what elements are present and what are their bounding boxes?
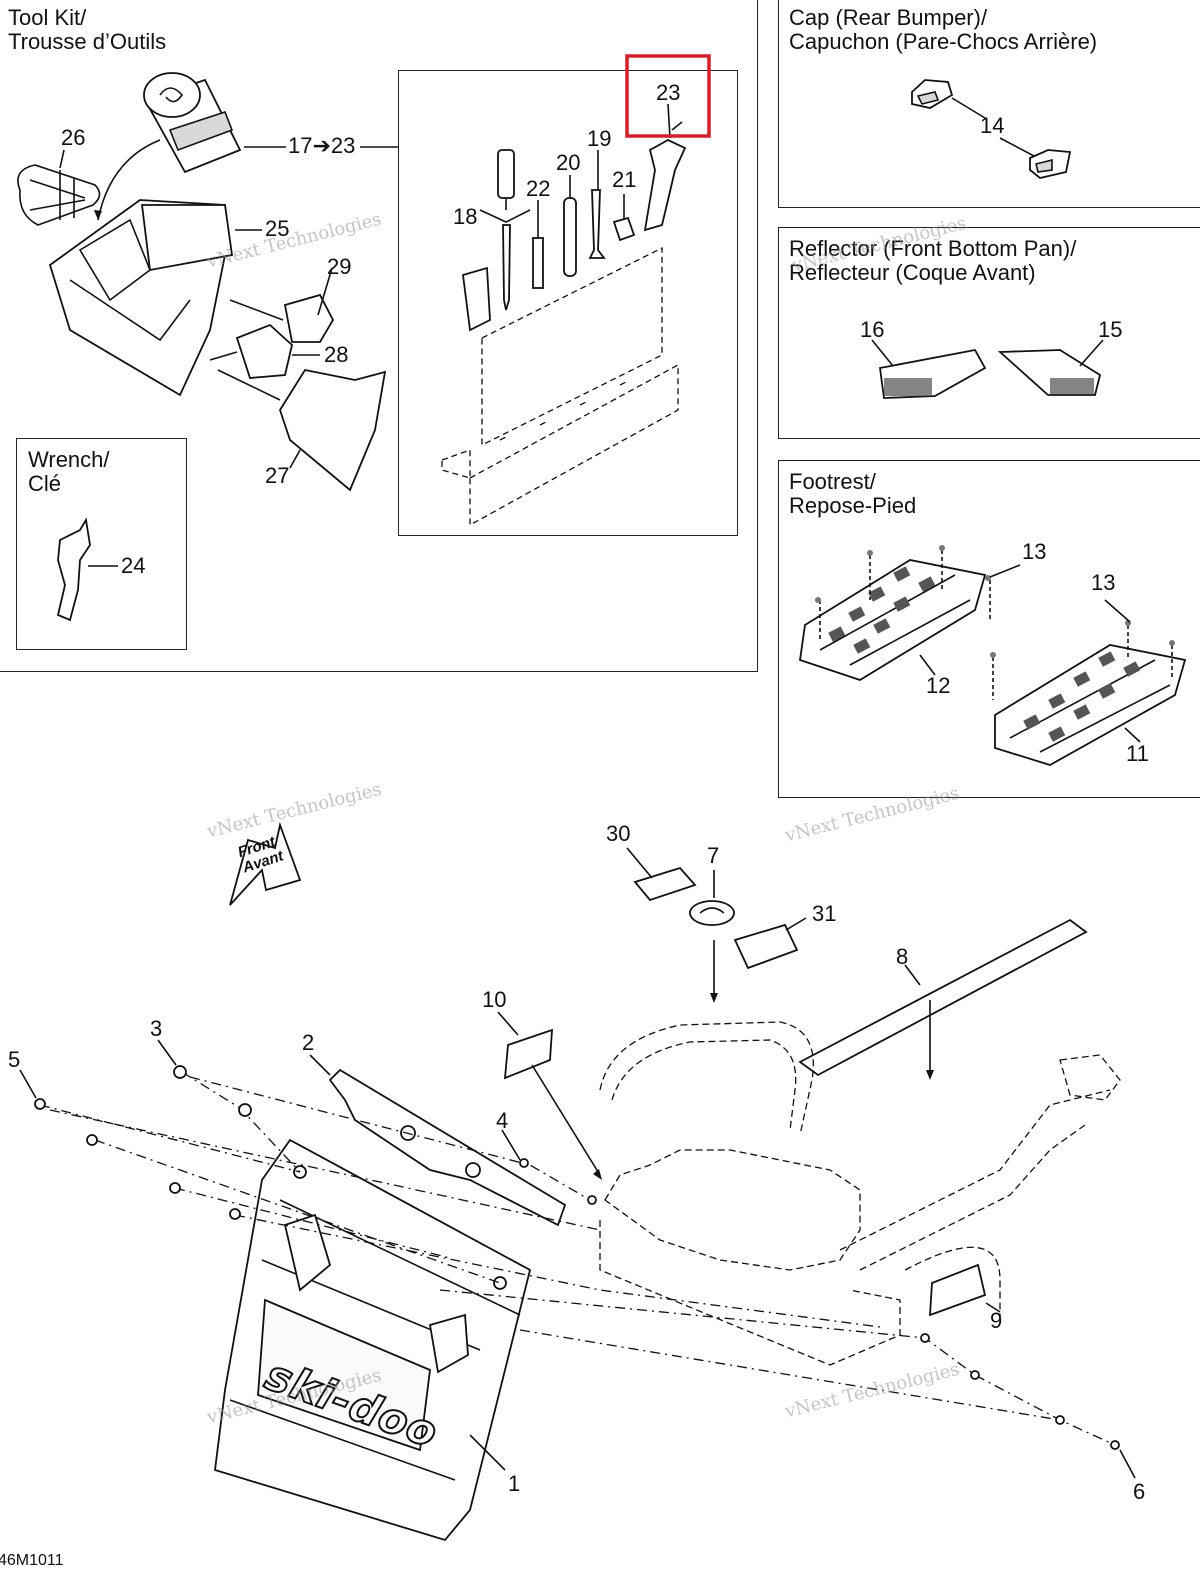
- footrests-illustration: [799, 545, 1187, 766]
- figure-code: 46M1011: [0, 1552, 64, 1569]
- callout-31: 31: [812, 901, 837, 926]
- caps-14-illustration: [911, 79, 1072, 179]
- callout-23: 23: [656, 80, 681, 105]
- wrench-title: Wrench/ Clé: [28, 448, 110, 496]
- decal-10-illustration: [503, 1028, 553, 1080]
- callout-30: 30: [606, 821, 631, 846]
- cap-title: Cap (Rear Bumper)/ Capuchon (Pare-Chocs …: [789, 6, 1097, 54]
- cap-panel: [778, 0, 1200, 208]
- footrest-title: Footrest/ Repose-Pied: [789, 470, 916, 518]
- rear-bumper-illustration: [599, 1021, 1121, 1366]
- callout-4: 4: [496, 1108, 509, 1133]
- wrench-panel: [16, 438, 187, 650]
- callout-8: 8: [896, 944, 909, 969]
- tool-bag-25-illustration: [48, 199, 262, 397]
- highlight-box-23: [625, 54, 711, 138]
- wrench-24-illustration: [56, 517, 118, 622]
- callout-14: 14: [980, 113, 1005, 138]
- callout-26: 26: [61, 125, 86, 150]
- snowflap-1-illustration: [214, 1138, 532, 1542]
- front-arrow-shape: [229, 821, 302, 906]
- callout-13a: 13: [1022, 539, 1047, 564]
- block-28-illustration: [235, 323, 293, 379]
- block-29-illustration: [283, 293, 335, 343]
- tool-kit-title-en: Tool Kit/: [8, 5, 87, 30]
- decal-31-illustration: [733, 923, 799, 970]
- callout-29: 29: [327, 254, 352, 279]
- callout-7: 7: [707, 843, 720, 868]
- block-27-illustration: [279, 368, 387, 492]
- callout-12: 12: [926, 673, 951, 698]
- clamp-26-illustration: [17, 149, 101, 226]
- tool-tray-illustration: [441, 246, 679, 527]
- callout-20: 20: [556, 150, 581, 175]
- reflector-9-illustration: [929, 1263, 987, 1317]
- callout-27: 27: [265, 463, 290, 488]
- bracket-2-illustration: [328, 1068, 567, 1227]
- footrest-title-fr: Repose-Pied: [789, 493, 917, 518]
- callout-5: 5: [8, 1047, 21, 1072]
- wrench-title-fr: Clé: [28, 471, 62, 496]
- cap-title-fr: Capuchon (Pare-Chocs Arrière): [789, 29, 1098, 54]
- footrest-title-en: Footrest/: [789, 469, 876, 494]
- callout-16: 16: [860, 317, 885, 342]
- callout-3: 3: [150, 1016, 163, 1041]
- callout-19: 19: [587, 126, 612, 151]
- callout-22: 22: [526, 176, 551, 201]
- reflector-title-en: Reflector (Front Bottom Pan)/: [789, 236, 1077, 261]
- reflector-panel: [778, 227, 1200, 439]
- tool-kit-title: Tool Kit/ Trousse d’Outils: [8, 6, 166, 54]
- tool-roll-illustration: [94, 72, 398, 221]
- callout-10: 10: [482, 987, 507, 1012]
- callout-17-23: 17➔23: [288, 133, 356, 158]
- fasteners-illustration: [34, 1065, 1120, 1450]
- wrench-title-en: Wrench/: [28, 447, 110, 472]
- callout-28: 28: [324, 342, 349, 367]
- reflectors-illustration: [871, 339, 1104, 399]
- callout-15: 15: [1098, 317, 1123, 342]
- callout-11: 11: [1126, 741, 1149, 766]
- callout-6: 6: [1133, 1479, 1146, 1504]
- callout-13b: 13: [1091, 570, 1116, 595]
- tools-illustration: [462, 103, 687, 332]
- decal-30-illustration: [633, 866, 697, 902]
- callout-24: 24: [121, 553, 146, 578]
- callout-18: 18: [453, 204, 478, 229]
- cap-title-en: Cap (Rear Bumper)/: [789, 5, 988, 30]
- reflector-title-fr: Reflecteur (Coque Avant): [789, 260, 1036, 285]
- callout-1: 1: [508, 1471, 521, 1496]
- callout-2: 2: [302, 1030, 315, 1055]
- callout-21: 21: [612, 167, 637, 192]
- callout-9: 9: [990, 1308, 1003, 1333]
- rail-8-illustration: [798, 918, 1088, 1077]
- emblem-7-illustration: [689, 900, 735, 926]
- tool-kit-title-fr: Trousse d’Outils: [8, 29, 167, 54]
- reflector-title: Reflector (Front Bottom Pan)/ Reflecteur…: [789, 237, 1076, 285]
- callout-25: 25: [265, 216, 290, 241]
